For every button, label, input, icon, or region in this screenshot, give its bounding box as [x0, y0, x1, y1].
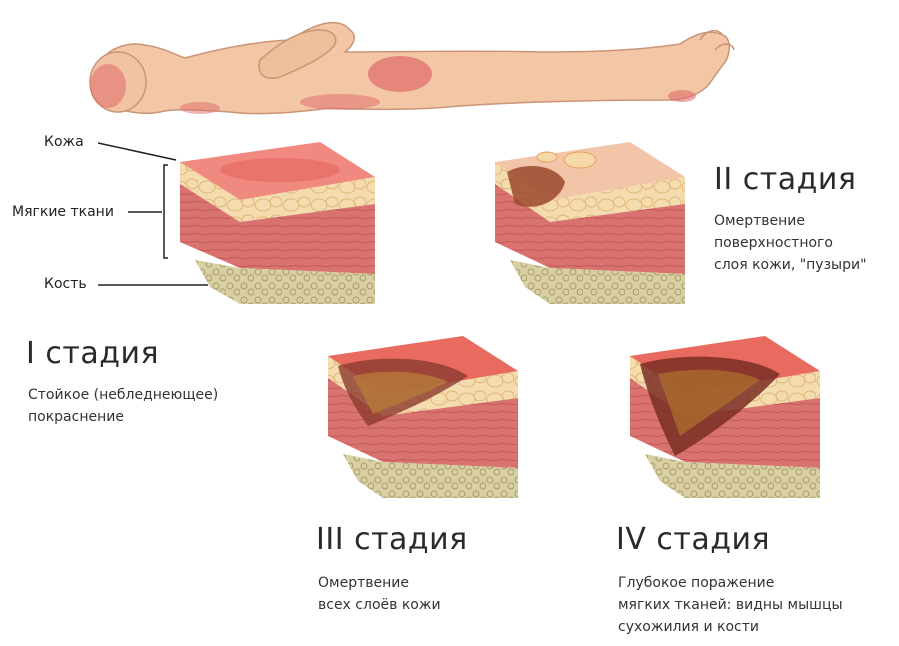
- stage-2-desc-line-2: поверхностного: [714, 232, 867, 254]
- stage-1-title: I стадия: [26, 336, 159, 371]
- stage-4-desc-line-3: сухожилия и кости: [618, 616, 843, 638]
- stage-2-desc-line-3: слоя кожи, "пузыри": [714, 254, 867, 276]
- stage-4-title: IV стадия: [616, 522, 770, 557]
- stage-3-desc-line-1: Омертвение: [318, 572, 441, 594]
- stage-4-desc: Глубокое поражение мягких тканей: видны …: [618, 572, 843, 638]
- stage-1-desc-line-2: покраснение: [28, 406, 218, 428]
- stage-1-desc: Стойкое (небледнеющее) покраснение: [28, 384, 218, 428]
- stage-4-desc-line-2: мягких тканей: видны мышцы: [618, 594, 843, 616]
- stage-3-desc-line-2: всех слоёв кожи: [318, 594, 441, 616]
- stage-4-desc-line-1: Глубокое поражение: [618, 572, 843, 594]
- stage-3-desc: Омертвение всех слоёв кожи: [318, 572, 441, 616]
- stage-3-title: III стадия: [316, 522, 468, 557]
- stage-1-desc-line-1: Стойкое (небледнеющее): [28, 384, 218, 406]
- stage-2-title: II стадия: [714, 162, 856, 197]
- stage-2-desc-line-1: Омертвение: [714, 210, 867, 232]
- stage-2-desc: Омертвение поверхностного слоя кожи, "пу…: [714, 210, 867, 276]
